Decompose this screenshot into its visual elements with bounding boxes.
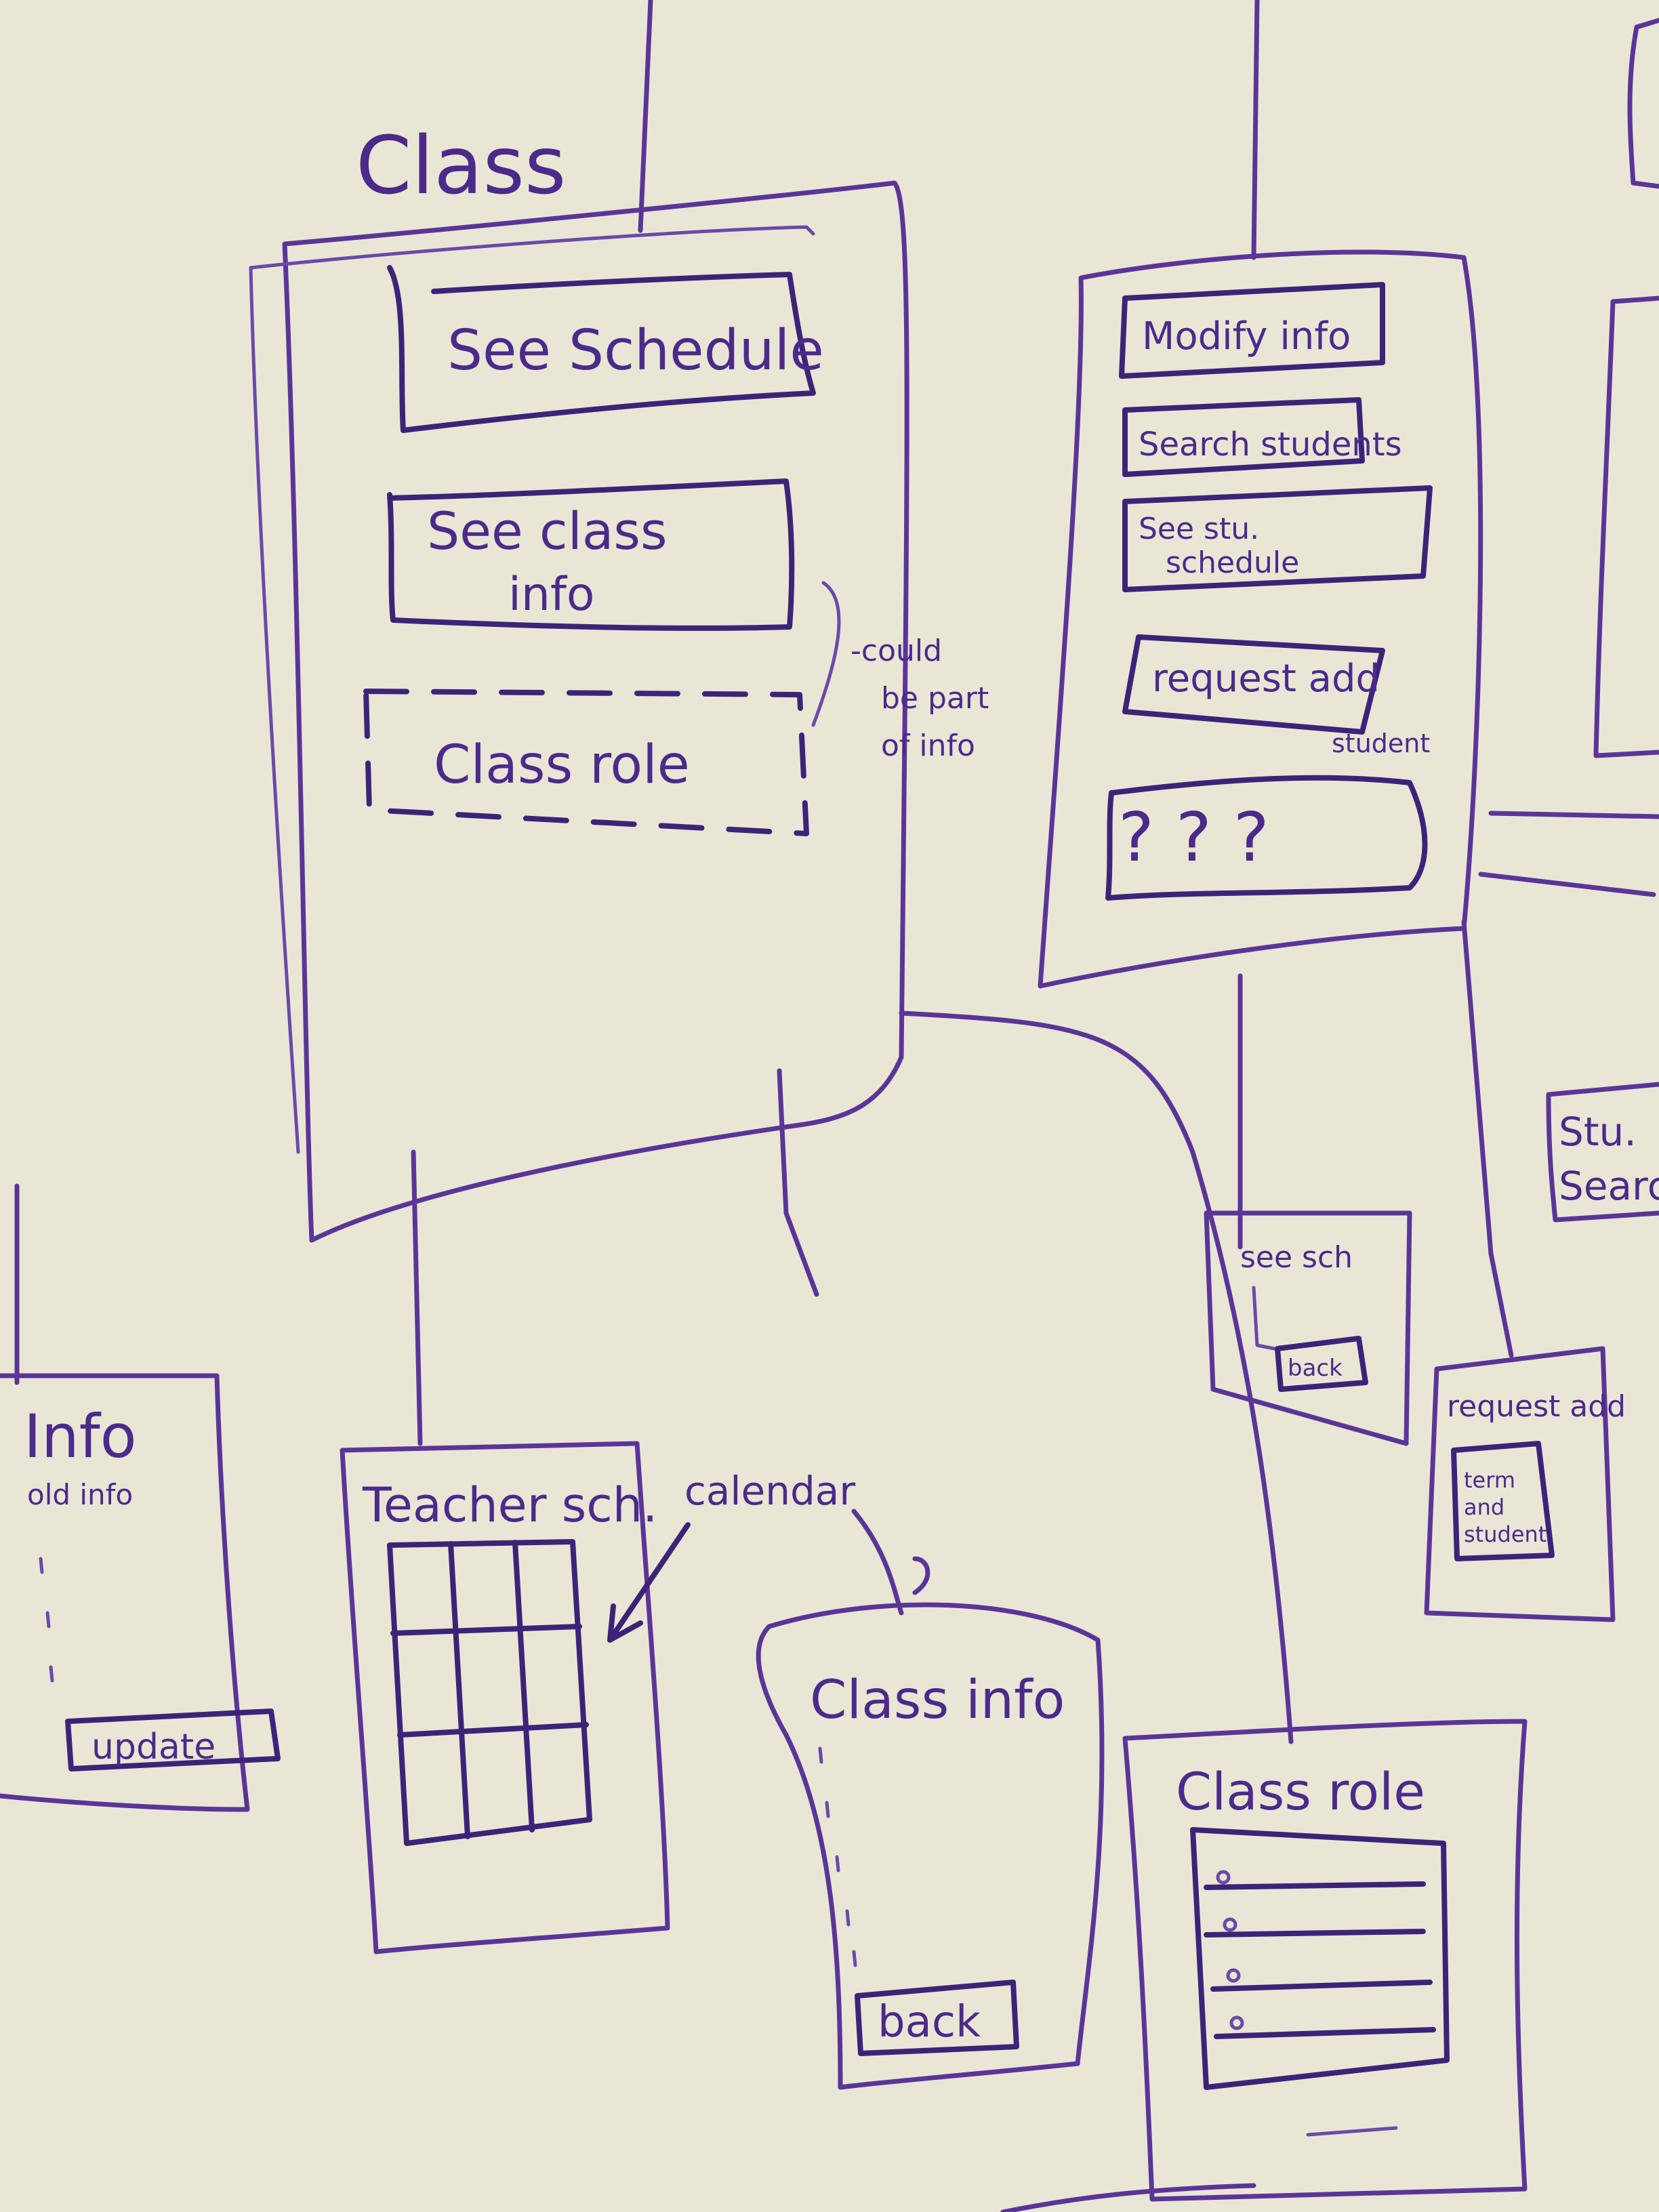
role-radio-1[interactable] <box>1216 1870 1231 1885</box>
note-line1: -could <box>851 634 942 668</box>
see-class-info-button[interactable]: See class info <box>387 478 795 631</box>
role-radio-2[interactable] <box>1223 1917 1237 1932</box>
see-sch-title: see sch <box>1240 1240 1353 1275</box>
teacher-schedule-title: Teacher sch. <box>362 1477 657 1533</box>
see-sch-screen: see sch back <box>1204 1210 1412 1446</box>
class-role-section[interactable]: Class role <box>363 689 809 836</box>
note-line3: of info <box>881 729 975 763</box>
info-screen: Info old info update <box>0 1373 281 1812</box>
search-students-button[interactable]: Search students <box>1122 397 1402 477</box>
class-screen: Class See Schedule See class info Class … <box>249 119 989 1243</box>
stu-search-screen: Stu. Search <box>1546 1082 1659 1223</box>
request-add-title: request add <box>1447 1389 1626 1424</box>
see-schedule-label: See Schedule <box>447 319 824 383</box>
request-add-screen: request add term and student <box>1424 1346 1626 1622</box>
unknown-label: ? ? ? <box>1118 798 1269 877</box>
right-edge-partial-screen <box>1593 18 1659 758</box>
class-role-label: Class role <box>434 735 690 796</box>
update-button-label: update <box>91 1727 216 1767</box>
stu-search-title-line1: Stu. <box>1559 1109 1637 1155</box>
back-button[interactable]: back <box>855 1980 1019 2056</box>
class-info-title: Class info <box>810 1670 1065 1731</box>
request-add-label-line1: request add <box>1152 657 1380 701</box>
see-class-info-label-line2: info <box>508 568 595 621</box>
class-role-screen-title: Class role <box>1176 1761 1425 1822</box>
update-button[interactable]: update <box>65 1708 281 1771</box>
request-add-content-line3: student <box>1464 1521 1547 1547</box>
see-stu-schedule-label-line1: See stu. <box>1139 512 1259 546</box>
search-students-label: Search students <box>1139 426 1402 464</box>
connector-lines <box>14 0 1659 2212</box>
info-title: Info <box>24 1401 137 1471</box>
see-sch-button[interactable]: back <box>1275 1336 1368 1392</box>
class-title: Class <box>356 119 566 212</box>
teacher-schedule-screen: Teacher sch. calendar <box>340 1441 855 1954</box>
class-role-list[interactable] <box>1190 1827 1450 2090</box>
request-add-content-box[interactable]: term and student <box>1451 1441 1555 1561</box>
see-class-info-label-line1: See class <box>427 501 668 561</box>
stu-search-title-line2: Search <box>1559 1163 1659 1209</box>
modify-info-button[interactable]: Modify info <box>1119 282 1385 379</box>
back-button-label: back <box>878 1997 981 2047</box>
see-sch-button-label: back <box>1288 1355 1343 1382</box>
see-stu-schedule-label-line2: schedule <box>1166 546 1299 580</box>
class-info-screen: Class info back <box>756 1602 1105 2090</box>
see-schedule-button[interactable]: See Schedule <box>387 265 824 433</box>
request-add-content-line2: and <box>1464 1494 1504 1520</box>
class-role-screen: Class role <box>1122 1719 1528 2202</box>
request-add-content-line1: term <box>1464 1467 1515 1493</box>
modify-info-label: Modify info <box>1142 314 1351 359</box>
role-radio-4[interactable] <box>1229 2015 1244 2030</box>
schedule-grid[interactable] <box>387 1539 592 1846</box>
student-menu-screen: Modify info Search students See stu. sch… <box>1038 249 1483 989</box>
see-stu-schedule-button[interactable]: See stu. schedule <box>1122 485 1433 592</box>
unknown-button[interactable]: ? ? ? <box>1105 775 1428 901</box>
note-line2: be part <box>881 681 989 716</box>
request-add-student-button[interactable]: request add student <box>1122 634 1430 758</box>
calendar-callout: calendar <box>684 1468 855 1514</box>
request-add-label-line2: student <box>1332 729 1430 758</box>
role-radio-3[interactable] <box>1226 1968 1241 1983</box>
info-subtitle: old info <box>27 1478 133 1511</box>
